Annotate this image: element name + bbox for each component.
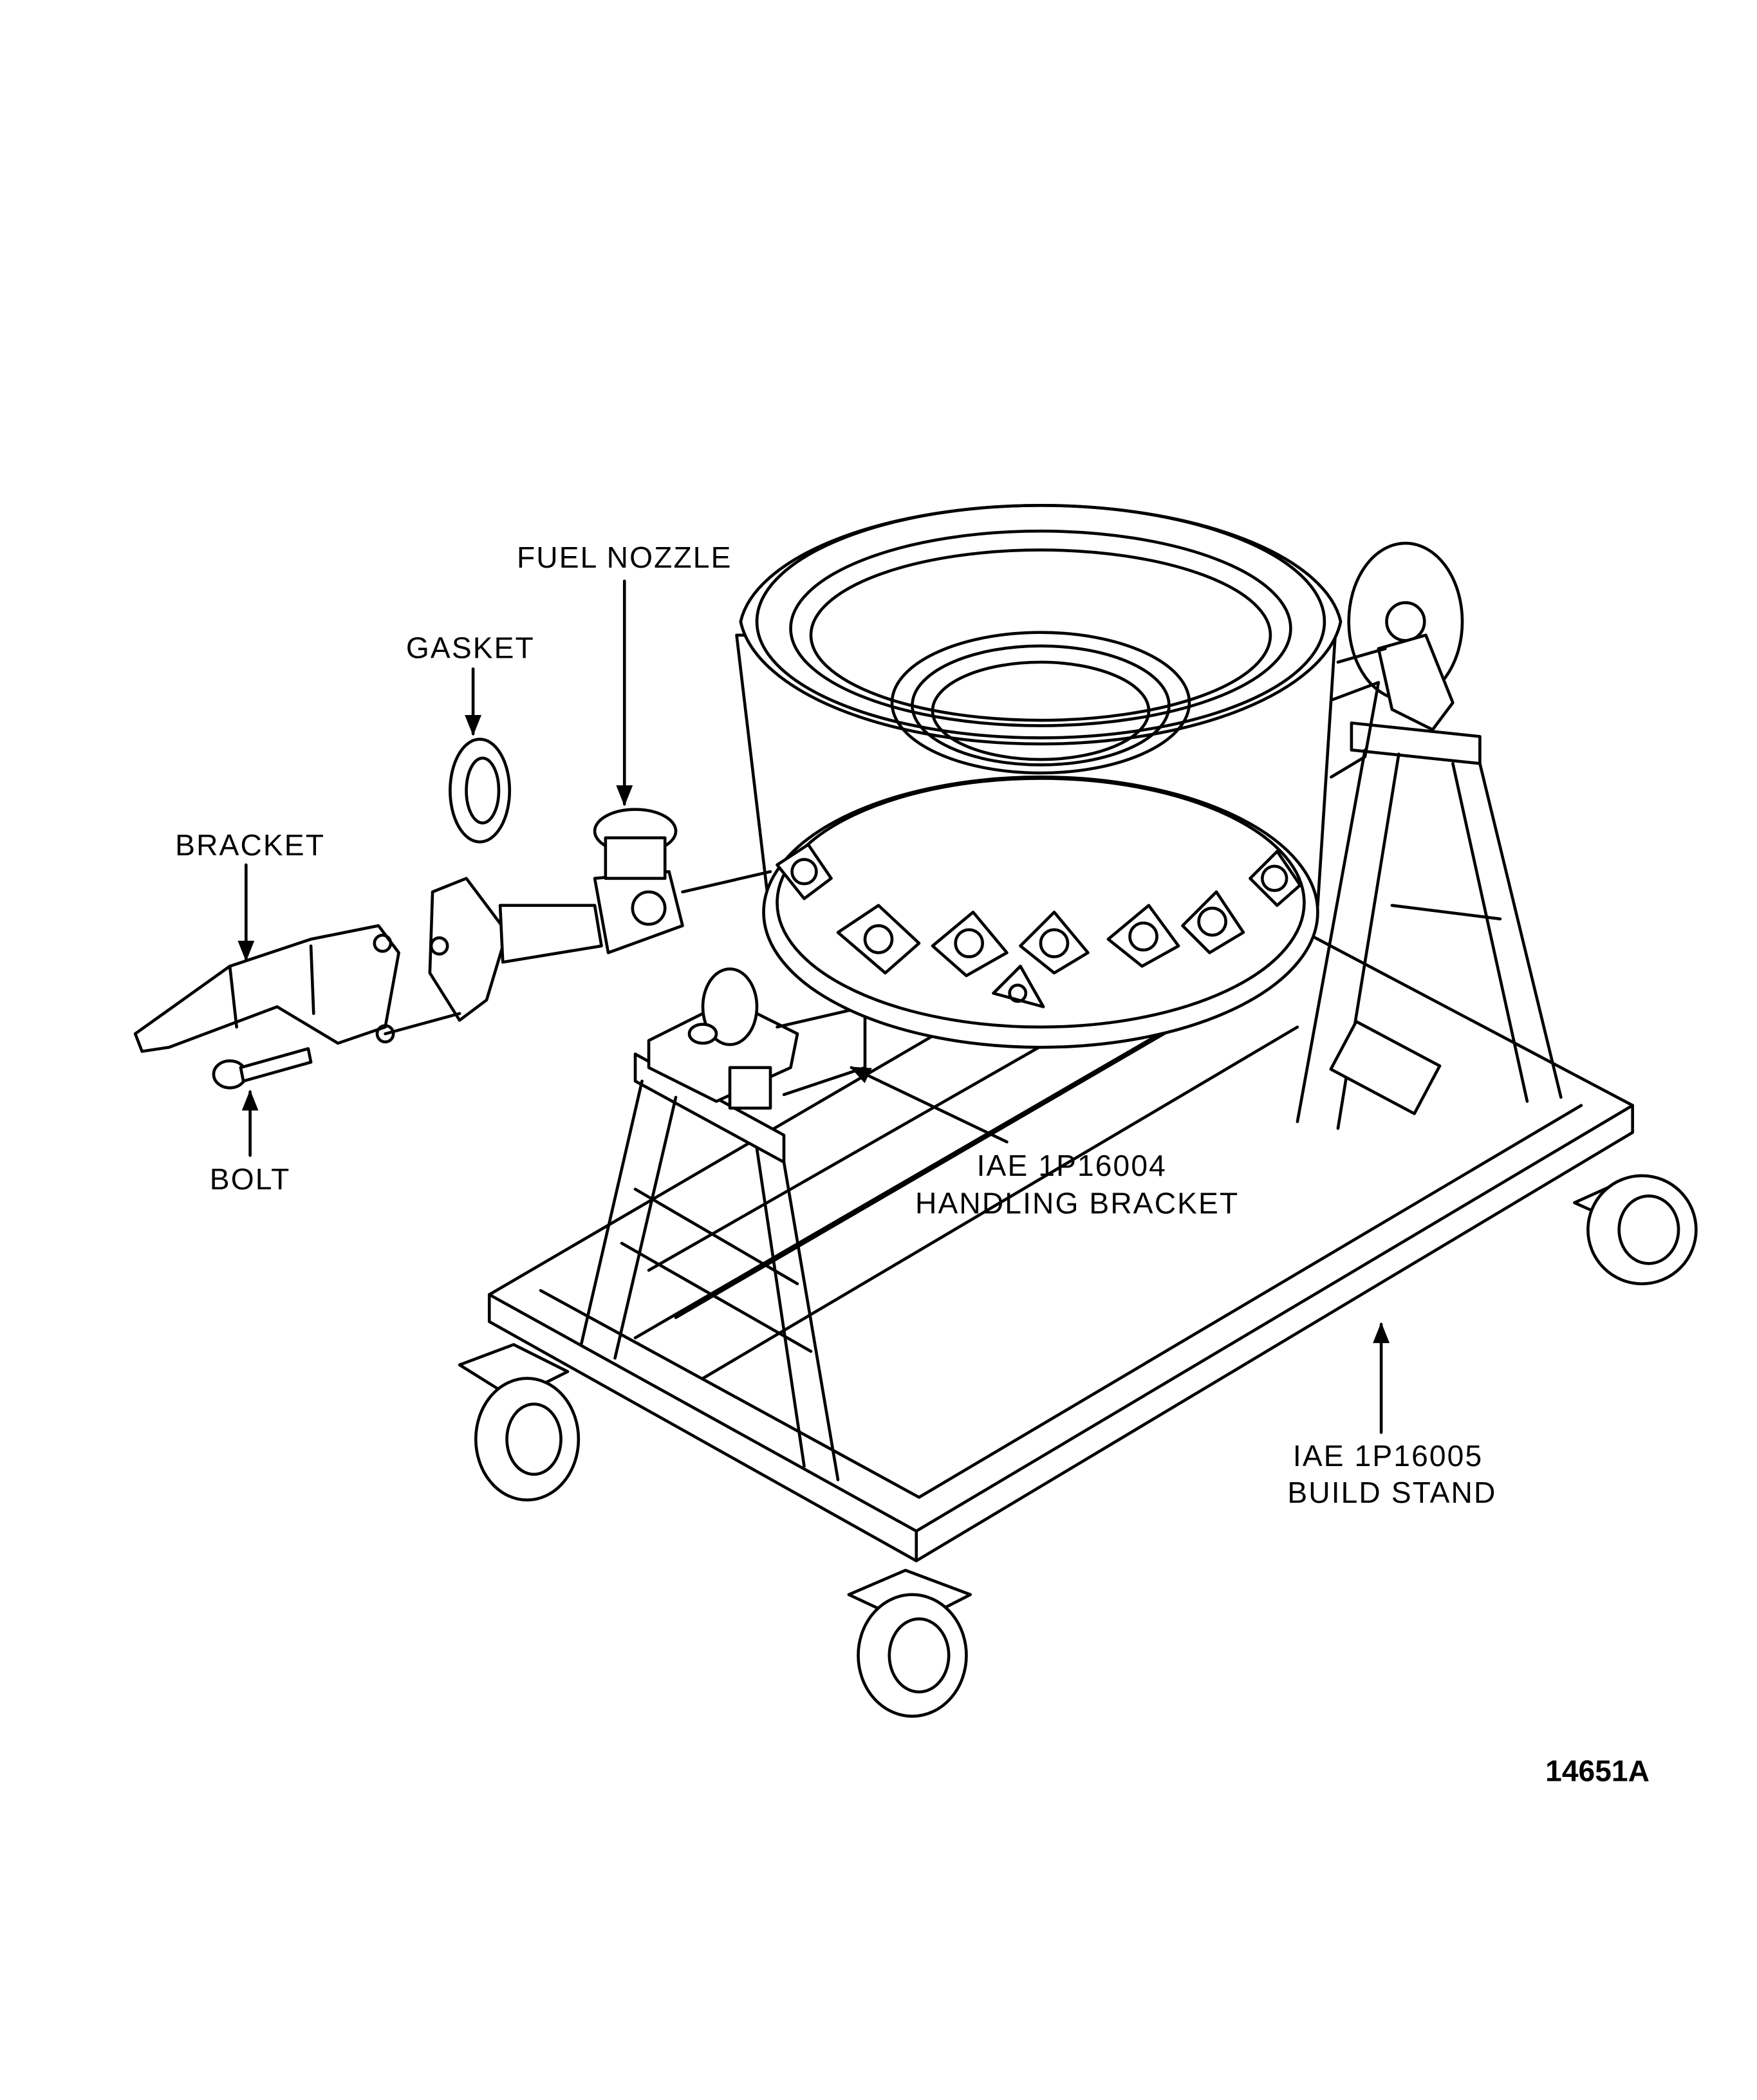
label-fuel-nozzle: FUEL NOZZLE (517, 541, 732, 574)
caster-front (847, 1568, 972, 1718)
build-stand (487, 541, 1634, 1563)
figure-number: 14651A (1545, 1754, 1650, 1787)
label-handling-bracket-part: IAE 1P16004 (977, 1149, 1167, 1182)
gasket (449, 738, 512, 844)
leader-lines (237, 579, 1390, 1435)
label-bolt: BOLT (210, 1162, 291, 1196)
caster-right (1573, 1174, 1698, 1286)
label-handling-bracket-name: HANDLING BRACKET (915, 1187, 1239, 1220)
combustor-case (735, 503, 1343, 1049)
label-gasket: GASKET (406, 631, 535, 665)
caster-left (458, 1343, 581, 1502)
label-build-stand-name: BUILD STAND (1287, 1476, 1496, 1509)
bracket (133, 924, 461, 1053)
bolt (212, 1047, 313, 1090)
fuel-nozzle (428, 808, 772, 1022)
label-bracket: BRACKET (175, 828, 325, 862)
label-build-stand-part: IAE 1P16005 (1293, 1439, 1483, 1473)
